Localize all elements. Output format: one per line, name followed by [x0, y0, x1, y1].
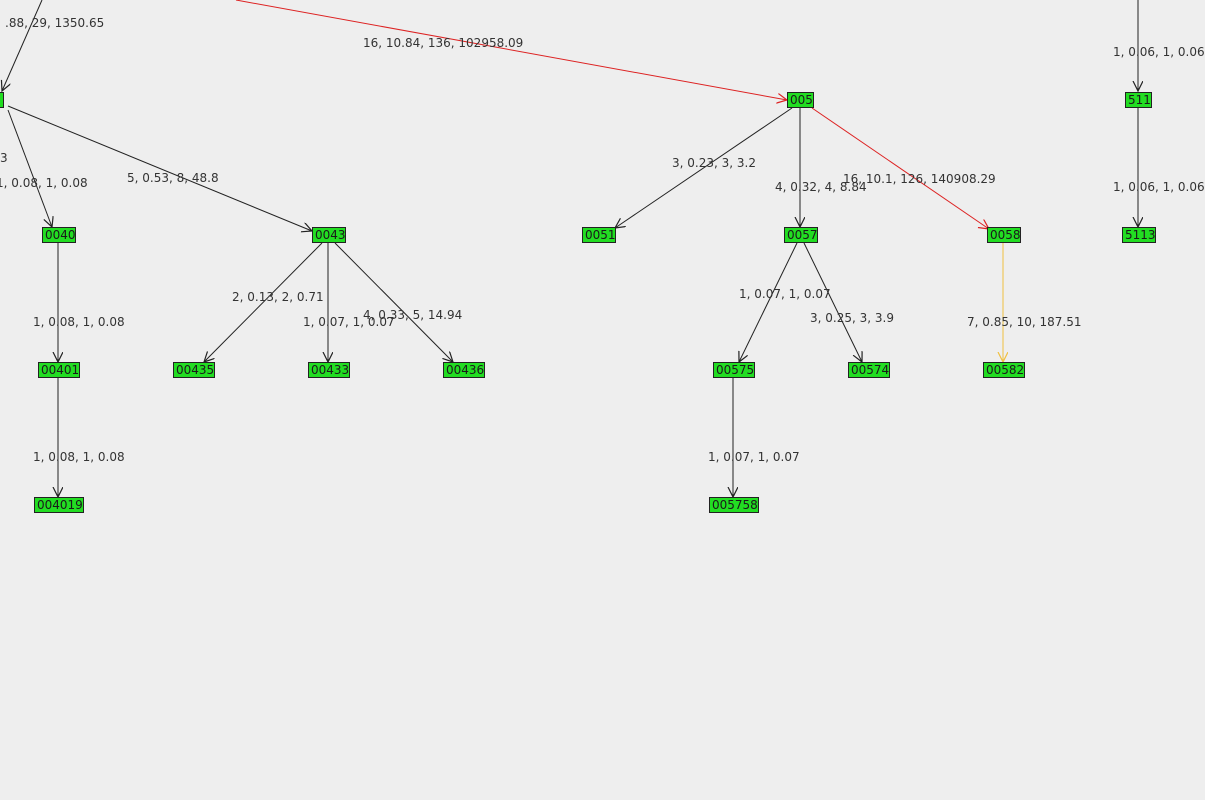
- edge-004-0043: [7, 105, 312, 231]
- edge-0043-00435: [204, 242, 323, 362]
- edge-label-004-0040: 1, 0.08, 1, 0.08: [0, 176, 88, 190]
- edge-top-005: [235, 0, 787, 100]
- node-004[interactable]: [0, 92, 4, 108]
- node-00435[interactable]: 00435: [173, 362, 215, 378]
- node-0058[interactable]: 0058: [987, 227, 1021, 243]
- node-00575[interactable]: 00575: [713, 362, 755, 378]
- edge-label-top-511: 1, 0.06, 1, 0.06: [1113, 45, 1205, 59]
- edge-005-0051: [615, 107, 793, 228]
- edge-label-511-5113: 1, 0.06, 1, 0.06: [1113, 180, 1205, 194]
- edge-label-top-005: 16, 10.84, 136, 102958.09: [363, 36, 524, 50]
- edge-label-004-0043: 5, 0.53, 8, 48.8: [127, 171, 219, 185]
- edge-label-00401-004019: 1, 0.08, 1, 0.08: [33, 450, 125, 464]
- edge-label-0057-00575: 1, 0.07, 1, 0.07: [739, 287, 831, 301]
- edge-0043-00436: [334, 242, 453, 362]
- node-00574[interactable]: 00574: [848, 362, 890, 378]
- edge-label-0043-00436: 4, 0.33, 5, 14.94: [363, 308, 463, 322]
- node-005[interactable]: 005: [787, 92, 814, 108]
- edge-label-0057-00574: 3, 0.25, 3, 3.9: [810, 311, 894, 325]
- edge-label-004-left: 3: [0, 151, 8, 165]
- edge-label-top-004: .88, 29, 1350.65: [5, 16, 105, 30]
- node-0040[interactable]: 0040: [42, 227, 76, 243]
- node-004019[interactable]: 004019: [34, 497, 84, 513]
- edge-0057-00575: [739, 242, 798, 362]
- edge-label-0043-00435: 2, 0.13, 2, 0.71: [232, 290, 324, 304]
- edge-label-0043-00433: 1, 0.07, 1, 0.07: [303, 315, 395, 329]
- node-0051[interactable]: 0051: [582, 227, 616, 243]
- node-5113[interactable]: 5113: [1122, 227, 1156, 243]
- node-00401[interactable]: 00401: [38, 362, 80, 378]
- edge-label-005-0051: 3, 0.23, 3, 3.2: [672, 156, 756, 170]
- node-00582[interactable]: 00582: [983, 362, 1025, 378]
- edge-label-00575-005758: 1, 0.07, 1, 0.07: [708, 450, 800, 464]
- edge-004-0040: [7, 109, 52, 227]
- edge-label-005-0058: 16, 10.1, 126, 140908.29: [843, 172, 996, 186]
- node-00433[interactable]: 00433: [308, 362, 350, 378]
- edge-label-005-0057: 4, 0.32, 4, 8.84: [775, 180, 867, 194]
- node-0057[interactable]: 0057: [784, 227, 818, 243]
- node-511[interactable]: 511: [1125, 92, 1152, 108]
- node-0043[interactable]: 0043: [312, 227, 346, 243]
- edge-label-0058-00582: 7, 0.85, 10, 187.51: [967, 315, 1082, 329]
- edge-top-004: [2, 0, 43, 91]
- node-005758[interactable]: 005758: [709, 497, 759, 513]
- edge-005-0058: [811, 107, 989, 229]
- edge-0057-00574: [803, 242, 862, 362]
- node-00436[interactable]: 00436: [443, 362, 485, 378]
- edge-label-0040-00401: 1, 0.08, 1, 0.08: [33, 315, 125, 329]
